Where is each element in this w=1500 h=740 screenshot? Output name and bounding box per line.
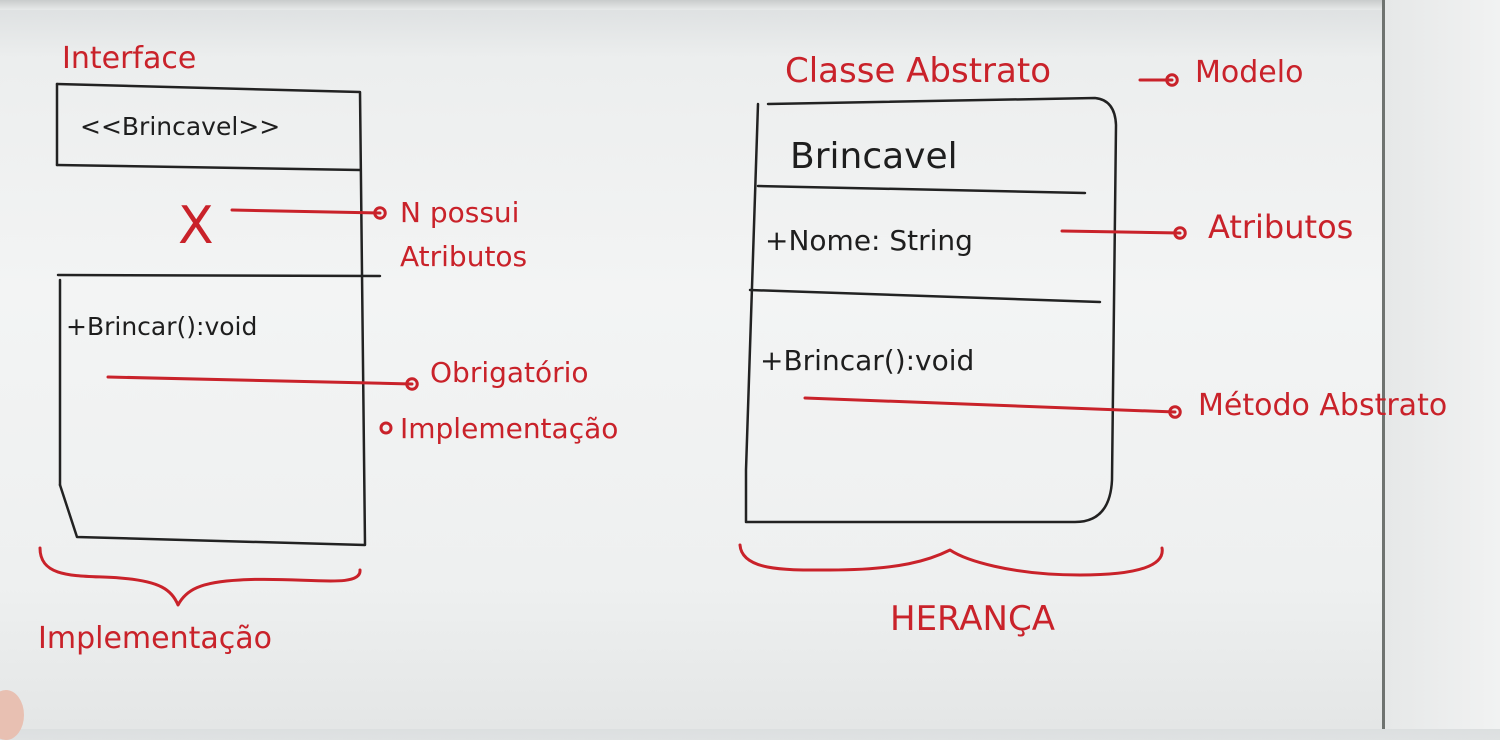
mandatory-note-line1: Obrigatório bbox=[430, 356, 589, 389]
no-attributes-mark: X bbox=[178, 196, 214, 256]
board-top-edge bbox=[0, 0, 1382, 10]
implementation-label: Implementação bbox=[38, 621, 272, 656]
mandatory-arrow bbox=[106, 375, 419, 391]
abstract-class-name: Brincavel bbox=[790, 136, 958, 177]
implementation-brace bbox=[38, 546, 362, 607]
interface-method: +Brincar():void bbox=[66, 312, 257, 341]
inheritance-brace bbox=[738, 543, 1164, 577]
model-note: Modelo bbox=[1195, 55, 1303, 90]
abstract-method-note: Método Abstrato bbox=[1198, 388, 1447, 423]
interface-box-outline bbox=[55, 82, 367, 547]
mandatory-note-line2: Implementação bbox=[400, 412, 618, 445]
no-attributes-arrow bbox=[230, 206, 387, 220]
abstract-box-outline bbox=[744, 96, 1118, 524]
adjacent-board-panel bbox=[1385, 0, 1500, 729]
interface-divider-2 bbox=[56, 273, 382, 278]
mandatory-note-bullet bbox=[379, 421, 393, 435]
interface-box bbox=[55, 82, 382, 547]
abstract-attribute: +Nome: String bbox=[765, 224, 973, 257]
abstract-method: +Brincar():void bbox=[760, 344, 974, 377]
interface-title: Interface bbox=[62, 41, 196, 76]
attributes-note: Atributos bbox=[1208, 208, 1353, 246]
abstract-divider-2 bbox=[748, 288, 1102, 304]
no-attributes-note-line2: Atributos bbox=[400, 240, 527, 273]
interface-divider-1 bbox=[55, 163, 362, 172]
abstract-class-box bbox=[744, 96, 1118, 524]
inheritance-label: HERANÇA bbox=[890, 599, 1055, 639]
abstract-method-arrow bbox=[803, 396, 1182, 419]
abstract-class-title: Classe Abstrato bbox=[785, 51, 1051, 91]
attributes-arrow bbox=[1060, 226, 1187, 240]
interface-class-name: <<Brincavel>> bbox=[80, 112, 280, 141]
no-attributes-note-line1: N possui bbox=[400, 196, 519, 229]
abstract-divider-1 bbox=[756, 184, 1087, 195]
board-frame-edge bbox=[1382, 0, 1385, 729]
